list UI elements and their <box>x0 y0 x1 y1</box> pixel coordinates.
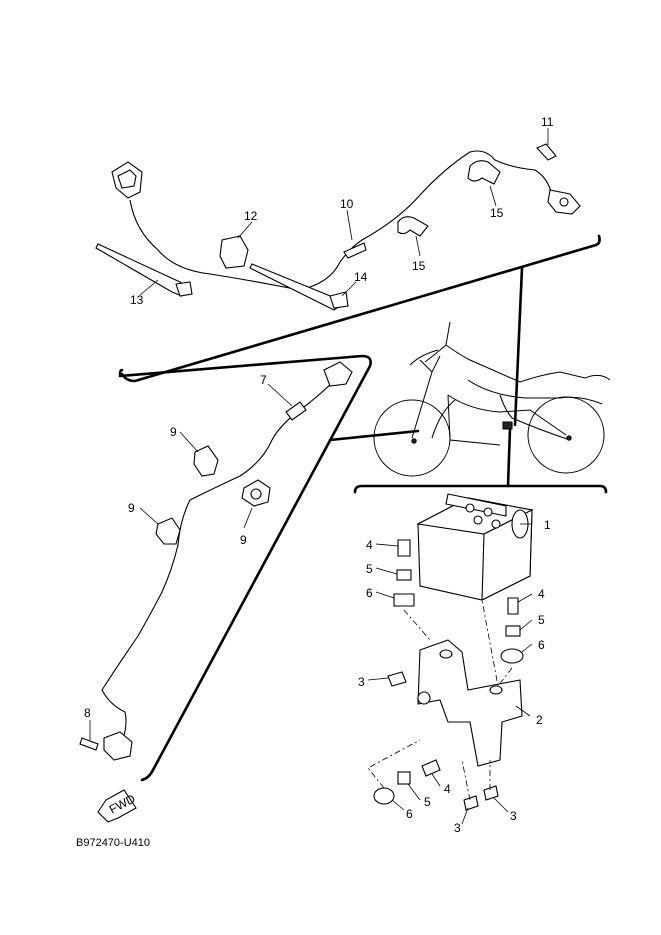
callout-15-right: 15 <box>490 206 504 220</box>
front-harness-group <box>79 361 353 761</box>
frame-upper <box>424 321 611 383</box>
rear-sensor-dot <box>566 435 572 441</box>
clip-15-right <box>467 160 501 185</box>
collar-5-right <box>505 625 521 637</box>
holder-9-upper <box>193 445 219 477</box>
callout-12: 12 <box>244 209 258 223</box>
callout-5-right: 5 <box>538 613 545 627</box>
callout-9-lower: 9 <box>128 501 135 515</box>
abs-route-lines <box>431 394 571 441</box>
front-grommet <box>285 401 307 421</box>
callout-6-top: 6 <box>366 586 373 600</box>
callout-10: 10 <box>340 197 354 211</box>
front-sensor-dot <box>411 438 417 444</box>
rear-leader-band <box>513 266 524 427</box>
clip-15-left <box>397 216 429 237</box>
callout-15-left: 15 <box>412 259 426 273</box>
abs-section-frame <box>353 484 608 494</box>
abs-leader-band <box>506 426 512 488</box>
rear-section-frame <box>120 234 601 383</box>
callout-6-right: 6 <box>538 638 545 652</box>
damper-6-bottom <box>373 787 395 805</box>
rear-sensor-cable <box>129 150 553 291</box>
callout-7: 7 <box>260 373 267 387</box>
damper-6-right <box>500 648 524 664</box>
rear-section-corner <box>118 368 124 376</box>
callout-2: 2 <box>536 713 543 727</box>
rear-grommet <box>343 242 367 259</box>
bolt-4-right <box>507 597 519 615</box>
callout-5-top: 5 <box>366 562 373 576</box>
callout-3-bottom: 3 <box>454 821 461 835</box>
callout-5-bottom: 5 <box>424 795 431 809</box>
front-sensor-head <box>103 731 133 761</box>
rear-harness-group <box>95 128 581 311</box>
callout-4-bottom: 4 <box>444 782 451 796</box>
drawing-code: B972470-U410 <box>76 837 150 849</box>
bolt-3-right <box>483 785 499 801</box>
clamp-14 <box>249 263 341 311</box>
holder-12 <box>219 235 249 269</box>
rear-sensor-bolt <box>536 143 557 161</box>
callout-4-right: 4 <box>538 587 545 601</box>
callout-9-right: 9 <box>240 533 247 547</box>
front-sensor-cable <box>101 379 336 743</box>
bolt-4-bottom <box>421 759 441 777</box>
callout-9-upper: 9 <box>170 425 177 439</box>
tank-seat <box>409 349 603 405</box>
section-frames <box>118 234 608 782</box>
collar-5-top <box>396 569 412 581</box>
callout-11: 11 <box>541 115 554 129</box>
abs-unit-group <box>367 493 534 825</box>
callout-8: 8 <box>84 706 91 720</box>
engine-outline <box>447 394 567 446</box>
collar-5-bottom <box>397 771 411 785</box>
bolt-4-top <box>397 539 411 557</box>
callout-14: 14 <box>354 270 368 284</box>
abs-bracket <box>417 639 523 767</box>
callout-3-left: 3 <box>358 675 365 689</box>
front-fork <box>411 355 441 439</box>
bolt-3-left <box>387 671 407 687</box>
callout-labels: 1 2 3 3 3 4 4 4 5 5 5 6 6 6 7 8 9 9 9 10… <box>84 115 554 835</box>
holder-9-lower <box>155 517 181 545</box>
front-connector <box>323 361 353 387</box>
band-13 <box>95 243 189 297</box>
bolt-3-bottom <box>463 795 479 811</box>
front-sensor-bolt <box>79 737 99 751</box>
abs-location-marker <box>502 421 513 430</box>
motorcycle-silhouette <box>373 321 611 477</box>
callout-3-right: 3 <box>510 809 517 823</box>
callout-13: 13 <box>130 293 144 307</box>
front-section-frame <box>118 354 372 782</box>
callout-6-bottom: 6 <box>406 807 413 821</box>
callout-4-top: 4 <box>366 538 373 552</box>
callout-1: 1 <box>544 518 551 532</box>
fwd-arrow-icon: FWD <box>97 789 138 823</box>
